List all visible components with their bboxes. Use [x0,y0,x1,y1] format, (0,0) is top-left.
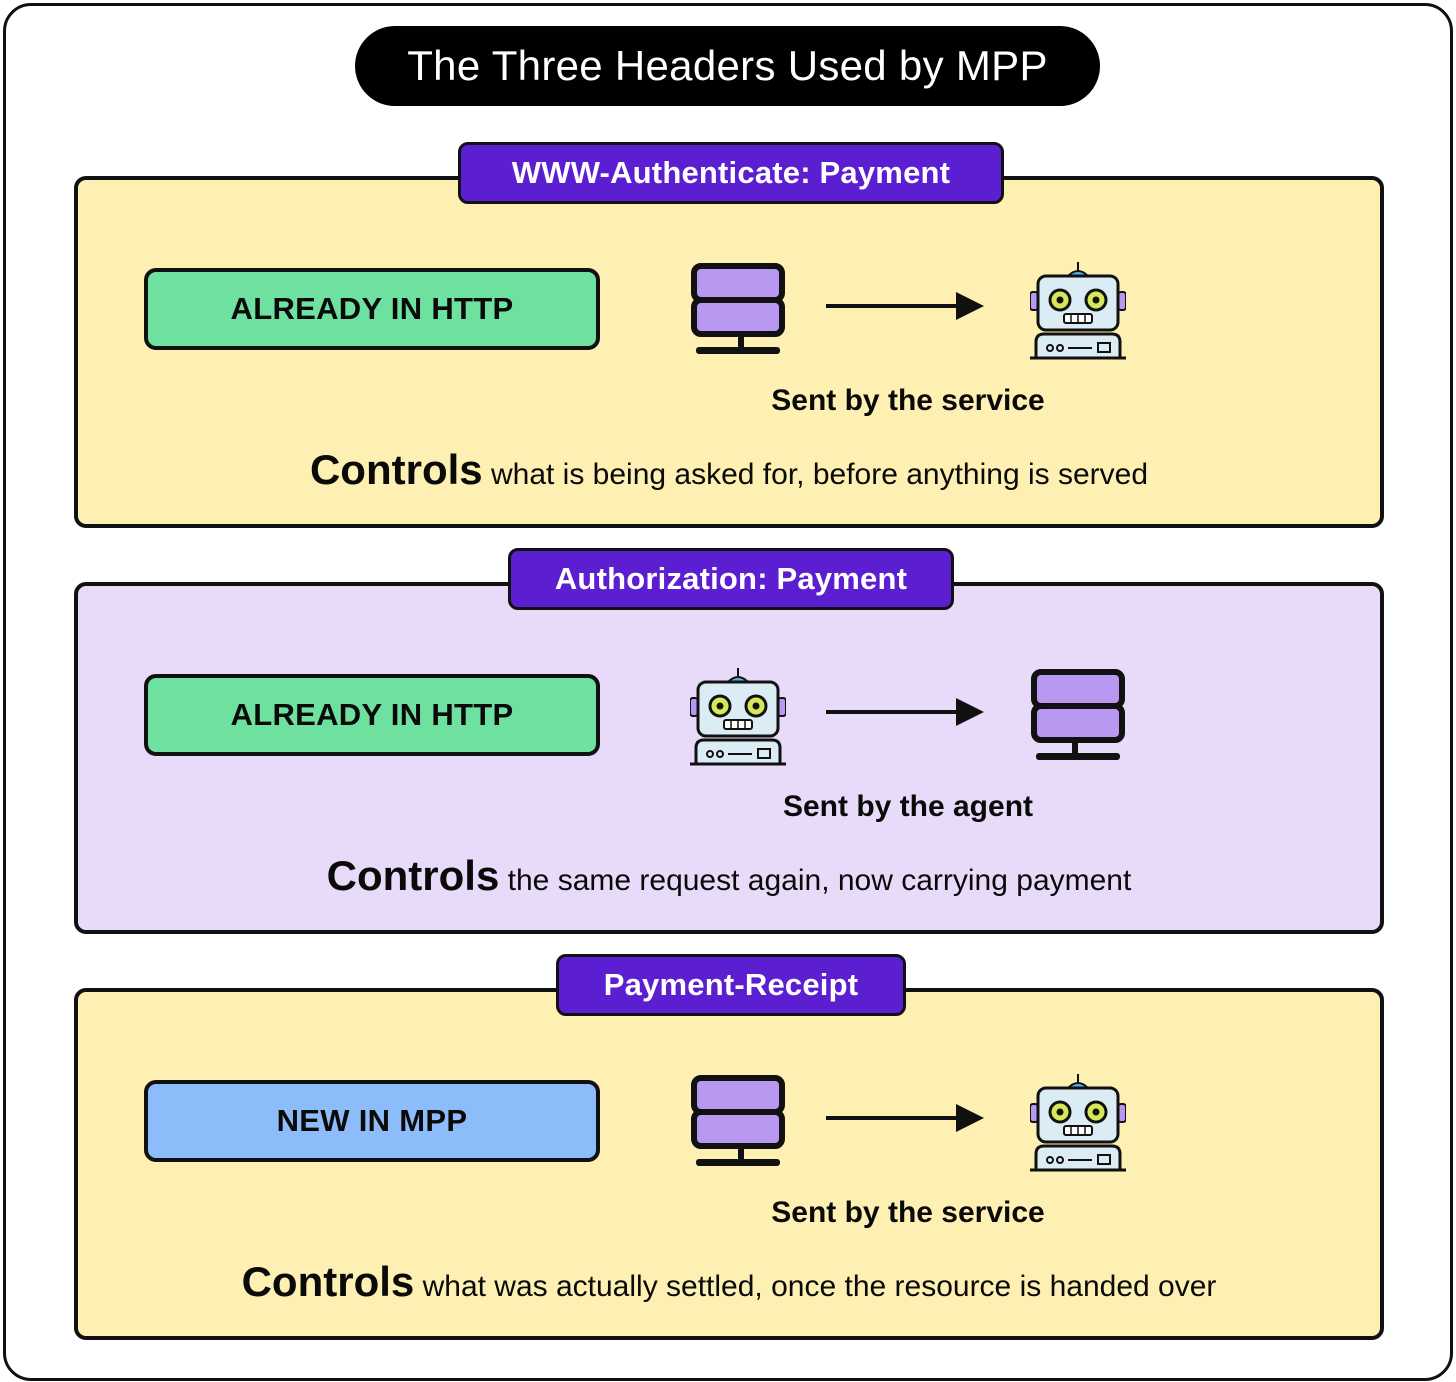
status-badge: NEW IN MPP [144,1080,600,1162]
server-icon [690,1074,786,1170]
controls-keyword: Controls [326,852,500,899]
panel-payment-receipt: Payment-Receipt NEW IN MPP Sent by the s… [74,954,1384,1340]
controls-keyword: Controls [241,1258,415,1305]
controls-description: Controls what was actually settled, once… [78,1258,1380,1306]
panel-www-authenticate: WWW-Authenticate: Payment ALREADY IN HTT… [74,142,1384,528]
controls-keyword: Controls [309,446,483,493]
sender-label: Sent by the agent [782,790,1034,823]
controls-description: Controls the same request again, now car… [78,852,1380,900]
controls-text: the same request again, now carrying pay… [507,864,1132,897]
controls-description: Controls what is being asked for, before… [78,446,1380,494]
arrow-right-icon [826,292,986,320]
robot-icon [1030,262,1126,360]
header-tag: WWW-Authenticate: Payment [458,142,1004,204]
sender-label: Sent by the service [771,1196,1045,1229]
controls-text: what is being asked for, before anything… [490,458,1149,491]
header-tag: Payment-Receipt [556,954,906,1016]
arrow-right-icon [826,698,986,726]
status-badge: ALREADY IN HTTP [144,674,600,756]
robot-icon [690,668,786,766]
server-icon [1030,668,1126,764]
arrow-right-icon [826,1104,986,1132]
server-icon [690,262,786,358]
diagram-title: The Three Headers Used by MPP [355,26,1100,106]
status-badge: ALREADY IN HTTP [144,268,600,350]
panel-authorization: Authorization: Payment ALREADY IN HTTP S… [74,548,1384,934]
header-tag: Authorization: Payment [508,548,954,610]
sender-label: Sent by the service [771,384,1045,417]
controls-text: what was actually settled, once the reso… [422,1270,1217,1303]
robot-icon [1030,1074,1126,1172]
